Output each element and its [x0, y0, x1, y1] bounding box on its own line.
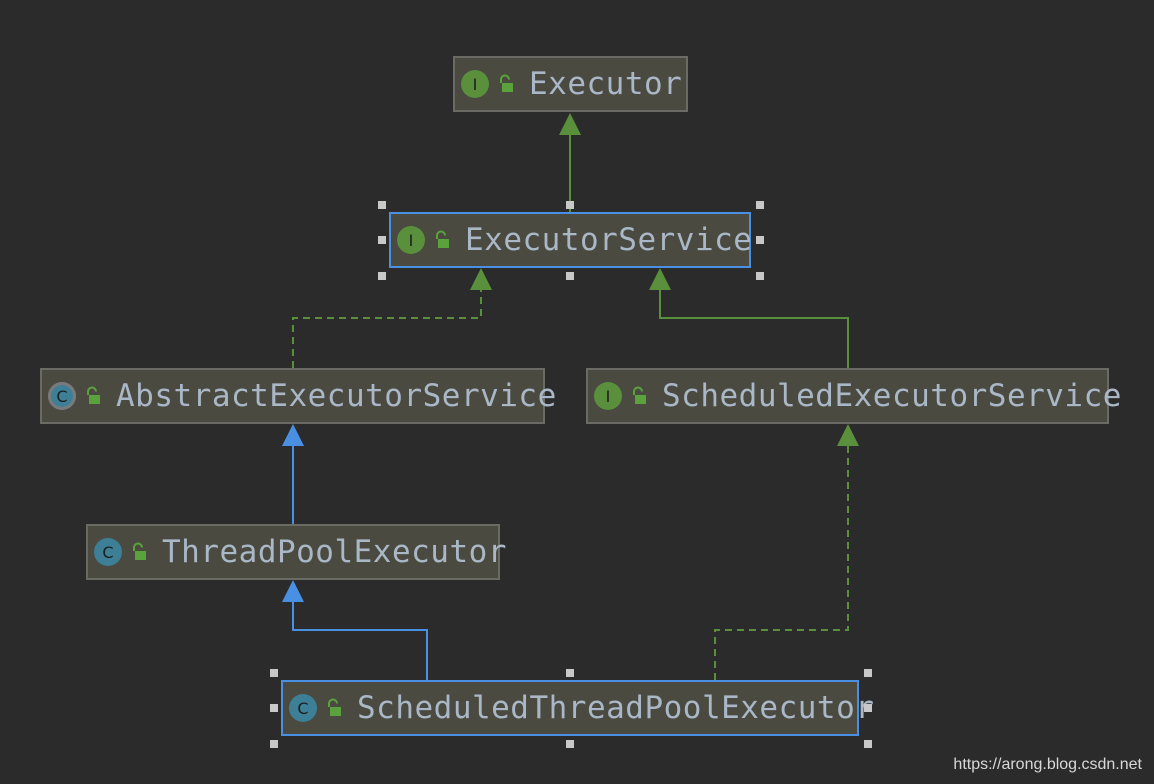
- node-label: Executor: [529, 66, 683, 102]
- edge-scheduledexecutorservice-to-executorservice[interactable]: [649, 268, 849, 368]
- public-access-icon: [436, 230, 449, 248]
- edge-abstractexecutorservice-to-executorservice[interactable]: [292, 268, 492, 368]
- interface-icon: I: [594, 382, 622, 410]
- resize-handle-middle-right[interactable]: [756, 236, 764, 244]
- node-label: ScheduledExecutorService: [662, 378, 1122, 414]
- edge-scheduledthreadpoolexecutor-to-threadpoolexecutor[interactable]: [282, 580, 428, 680]
- edge-executorservice-to-executor[interactable]: [559, 113, 581, 212]
- resize-handle-middle-right[interactable]: [864, 704, 872, 712]
- node-scheduled-executor-service[interactable]: I ScheduledExecutorService: [586, 368, 1121, 424]
- node-thread-pool-executor[interactable]: C ThreadPoolExecutor: [86, 524, 506, 580]
- node-label: ScheduledThreadPoolExecutor: [357, 690, 875, 726]
- resize-handle-bottom-right[interactable]: [864, 740, 872, 748]
- public-access-icon: [87, 386, 100, 404]
- class-icon: C: [289, 694, 317, 722]
- resize-handle-bottom-left[interactable]: [270, 740, 278, 748]
- public-access-icon: [633, 386, 646, 404]
- resize-handle-middle-left[interactable]: [378, 236, 386, 244]
- interface-icon: I: [397, 226, 425, 254]
- resize-handle-top-left[interactable]: [270, 669, 278, 677]
- resize-handle-middle-left[interactable]: [270, 704, 278, 712]
- resize-handle-top-left[interactable]: [378, 201, 386, 209]
- resize-handle-bottom-center[interactable]: [566, 272, 574, 280]
- node-executor-service[interactable]: I ExecutorService: [389, 212, 753, 268]
- class-icon: C: [94, 538, 122, 566]
- node-label: ThreadPoolExecutor: [162, 534, 507, 570]
- resize-handle-top-center[interactable]: [566, 669, 574, 677]
- node-scheduled-thread-pool-executor[interactable]: C ScheduledThreadPoolExecutor: [281, 680, 874, 736]
- node-label: ExecutorService: [465, 222, 753, 258]
- resize-handle-bottom-center[interactable]: [566, 740, 574, 748]
- node-label: AbstractExecutorService: [116, 378, 557, 414]
- resize-handle-bottom-right[interactable]: [756, 272, 764, 280]
- edge-threadpoolexecutor-to-abstractexecutorservice[interactable]: [282, 424, 304, 524]
- node-executor[interactable]: I Executor: [453, 56, 688, 112]
- edge-scheduledthreadpoolexecutor-to-scheduledexecutorservice[interactable]: [714, 424, 859, 680]
- resize-handle-top-center[interactable]: [566, 201, 574, 209]
- resize-handle-top-right[interactable]: [756, 201, 764, 209]
- watermark-text: https://arong.blog.csdn.net: [953, 756, 1142, 773]
- interface-icon: I: [461, 70, 489, 98]
- public-access-icon: [133, 542, 146, 560]
- node-abstract-executor-service[interactable]: C AbstractExecutorService: [40, 368, 556, 424]
- resize-handle-top-right[interactable]: [864, 669, 872, 677]
- public-access-icon: [328, 698, 341, 716]
- abstract-class-icon: C: [48, 382, 76, 410]
- public-access-icon: [500, 74, 513, 92]
- resize-handle-bottom-left[interactable]: [378, 272, 386, 280]
